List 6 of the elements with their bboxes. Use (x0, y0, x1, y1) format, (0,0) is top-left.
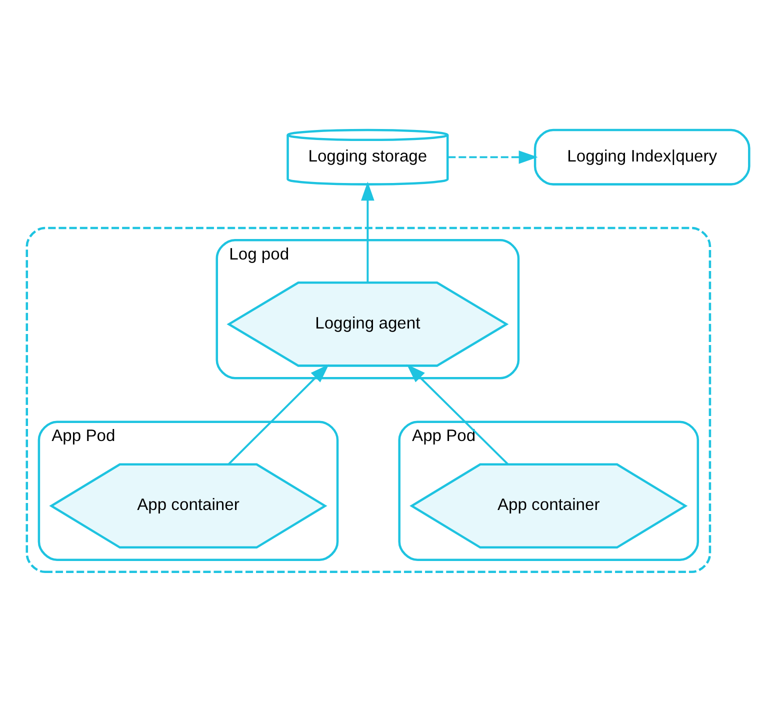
arrow (406, 364, 509, 464)
arrow (228, 364, 330, 464)
arrow (361, 181, 374, 282)
node-box: Logging Index|query (534, 128, 750, 185)
arrow (448, 150, 538, 164)
cluster (26, 226, 712, 573)
